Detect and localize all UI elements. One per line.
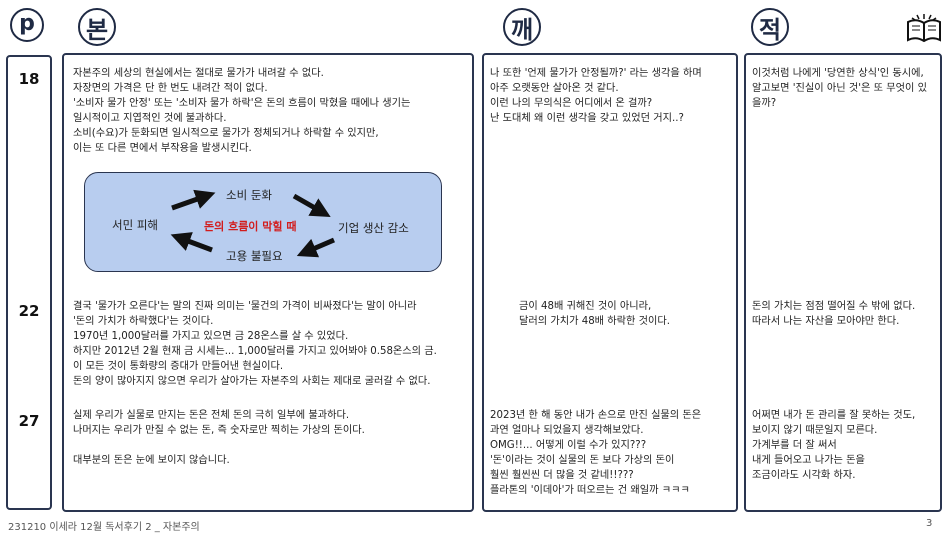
diagram-right-label: 기업 생산 감소 — [338, 221, 409, 235]
header-kkae-label: 깨 — [510, 15, 534, 44]
row-number-18: 18 — [18, 70, 40, 88]
logo-letter: p — [19, 11, 35, 36]
content-panel-main — [62, 53, 474, 512]
row-27-application-text: 어쩌면 내가 돈 관리를 잘 못하는 것도, 보이지 않기 때문일지 모른다. … — [752, 410, 916, 481]
row-27-main-text: 실제 우리가 실물로 만지는 돈은 전체 돈의 극히 일부에 불과하다. 나머지… — [73, 410, 365, 466]
logo-p: p — [10, 8, 44, 42]
diagram-left-label: 서민 피해 — [112, 218, 158, 232]
header-bon-label: 본 — [85, 15, 109, 44]
row-number-27: 27 — [18, 412, 40, 430]
row-18-main-text: 자본주의 세상의 현실에서는 절대로 물가가 내려갈 수 없다. 자장면의 가격… — [73, 68, 411, 154]
header-jeok-label: 적 — [758, 15, 782, 44]
footer-title: 231210 이세라 12월 독서후기 2 _ 자본주의 — [8, 522, 200, 533]
diagram-top-label: 소비 둔화 — [226, 188, 272, 202]
cycle-arrows — [170, 189, 335, 258]
money-flow-diagram — [84, 172, 442, 272]
row-22-realization-text: 금이 48배 귀해진 것이 아니라, 달러의 가치가 48배 하락한 것이다. — [519, 301, 670, 327]
row-22-main-text: 결국 '물가가 오른다'는 말의 진짜 의미는 '물건의 가격이 비싸졌다'는 … — [73, 301, 437, 387]
row-27-realization-text: 2023년 한 해 동안 내가 손으로 만진 실물의 돈은 과연 얼마나 되었을… — [490, 410, 702, 496]
row-18-realization-text: 나 또한 '언제 물가가 안정될까?' 라는 생각을 하며 아주 오랫동안 살아… — [490, 68, 702, 124]
page-number: 3 — [926, 518, 933, 529]
header-kkae: 깨 — [503, 8, 541, 46]
header-bon: 본 — [78, 8, 116, 46]
row-number-22: 22 — [18, 302, 40, 320]
header-jeok: 적 — [751, 8, 789, 46]
row-22-application-text: 돈의 가치는 점점 떨어질 수 밖에 없다. 따라서 나는 자산을 모아야만 한… — [752, 301, 916, 327]
row-number-panel — [6, 55, 52, 510]
diagram-bottom-label: 고용 불필요 — [226, 249, 283, 263]
content-panel-realization — [482, 53, 738, 512]
diagram-center-label: 돈의 흐름이 막힐 때 — [204, 220, 297, 233]
content-panel-application — [744, 53, 942, 512]
open-book-icon — [907, 14, 941, 43]
row-18-application-text: 이것처럼 나에게 '당연한 상식'인 동시에, 알고보면 '진실이 아닌 것'은… — [752, 68, 927, 109]
